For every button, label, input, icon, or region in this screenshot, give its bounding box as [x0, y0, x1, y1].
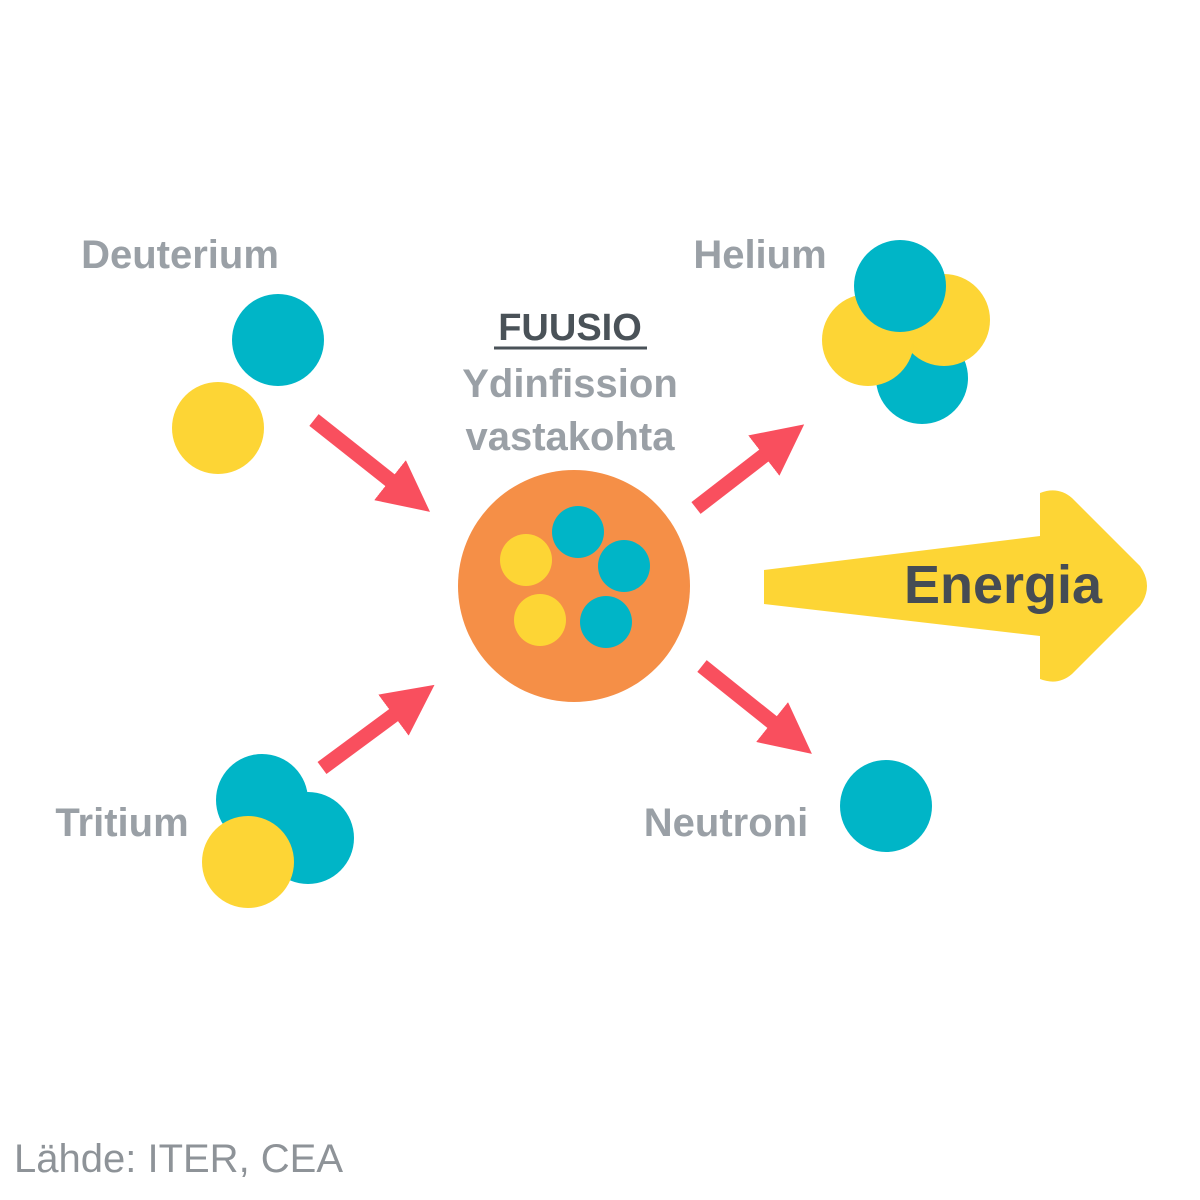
arrow-core-to-neutron: [697, 660, 812, 754]
core-proton-1: [500, 534, 552, 586]
arrow-deuterium-to-core: [309, 414, 430, 512]
neutron-label: Neutroni: [644, 801, 808, 845]
deuterium-proton: [172, 382, 264, 474]
source-credit: Lähde: ITER, CEA: [14, 1137, 343, 1181]
fusion-subtitle-line2: vastakohta: [466, 415, 676, 459]
arrow-tritium-to-core: [317, 684, 435, 775]
core-proton-2: [514, 594, 566, 646]
reaction-core: [458, 470, 690, 702]
energy-arrow: [764, 490, 1147, 682]
energy-label: Energia: [904, 555, 1103, 615]
fusion-subtitle-line1: Ydinfission: [462, 362, 678, 406]
fusion-title: FUUSIO: [498, 307, 642, 349]
helium-atom: [822, 240, 990, 424]
core-neutron-2: [598, 540, 650, 592]
deuterium-label: Deuterium: [81, 233, 279, 277]
core-neutron-1: [552, 506, 604, 558]
tritium-atom: [202, 754, 354, 908]
deuterium-atom: [172, 294, 324, 474]
helium-neutron-front: [854, 240, 946, 332]
arrow-core-to-helium: [691, 424, 805, 514]
tritium-label: Tritium: [55, 801, 188, 845]
tritium-proton: [202, 816, 294, 908]
deuterium-neutron: [232, 294, 324, 386]
core-neutron-3: [580, 596, 632, 648]
neutron-particle: [840, 760, 932, 852]
helium-label: Helium: [693, 233, 826, 277]
reaction-core-circle: [458, 470, 690, 702]
